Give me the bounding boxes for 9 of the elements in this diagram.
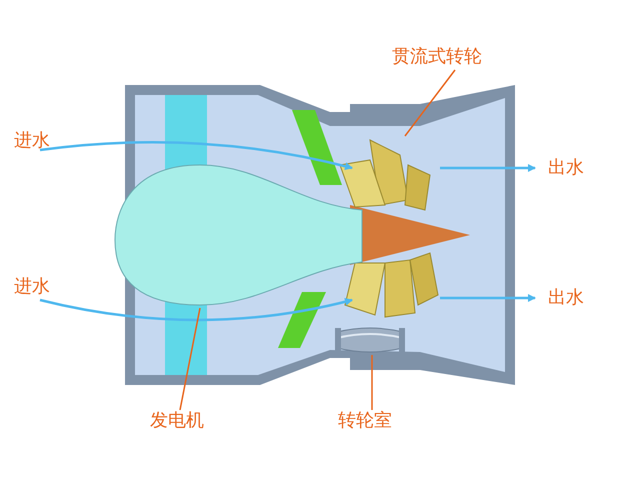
part-label: 发电机 [150, 410, 204, 432]
part-label: 转轮室 [338, 410, 392, 432]
flow-label: 进水 [14, 276, 50, 298]
leader-line [179, 308, 201, 410]
part-label: 贯流式转轮 [392, 46, 482, 68]
flow-label: 进水 [14, 130, 50, 152]
flow-label: 出水 [548, 157, 584, 179]
leader-line [371, 355, 373, 410]
flow-label: 出水 [548, 287, 584, 309]
